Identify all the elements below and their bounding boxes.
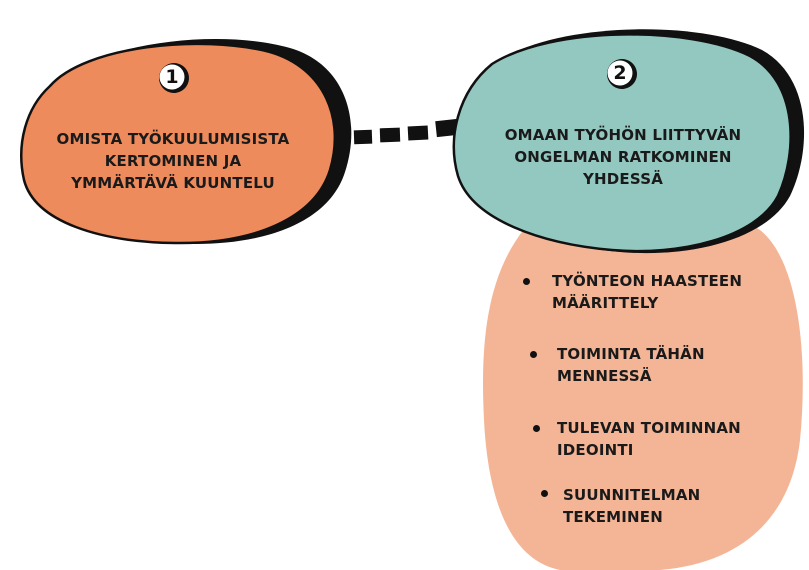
bullet-dot-icon bbox=[530, 351, 537, 358]
connector-dash bbox=[407, 125, 429, 141]
list-item-line: TYÖNTEON HAASTEEN bbox=[552, 272, 743, 290]
list-item: TOIMINTA TÄHÄN MENNESSÄ bbox=[557, 343, 767, 387]
step1-ellipse bbox=[20, 42, 337, 245]
step1-badge bbox=[159, 63, 189, 93]
list-item: SUUNNITELMAN TEKEMINEN bbox=[563, 484, 773, 528]
step1-text: OMISTA TYÖKUULUMISISTA KERTOMINEN JA YMM… bbox=[50, 128, 296, 194]
list-item-line: MÄÄRITTELY bbox=[552, 294, 659, 312]
step2-badge bbox=[607, 59, 637, 89]
list-item: TULEVAN TOIMINNAN IDEOINTI bbox=[557, 417, 767, 461]
step2-text: OMAAN TYÖHÖN LIITTYVÄN ONGELMAN RATKOMIN… bbox=[492, 124, 754, 190]
step2-line: YHDESSÄ bbox=[582, 170, 664, 188]
connector-dash bbox=[435, 118, 459, 138]
connector-dash bbox=[353, 129, 373, 145]
dashed-connector bbox=[353, 118, 459, 145]
bullet-dot-icon bbox=[533, 425, 540, 432]
step2-line: OMAAN TYÖHÖN LIITTYVÄN bbox=[504, 126, 742, 144]
step2-ellipse bbox=[452, 33, 792, 253]
list-item-line: TEKEMINEN bbox=[563, 508, 664, 526]
list-item-line: MENNESSÄ bbox=[557, 367, 652, 385]
step1-line: KERTOMINEN JA bbox=[104, 152, 242, 170]
list-item: TYÖNTEON HAASTEEN MÄÄRITTELY bbox=[552, 270, 762, 314]
bullet-dot-icon bbox=[523, 278, 530, 285]
step1-line: YMMÄRTÄVÄ KUUNTELU bbox=[71, 174, 275, 192]
list-item-line: TULEVAN TOIMINNAN bbox=[557, 419, 741, 437]
bullet-dot-icon bbox=[541, 490, 548, 497]
step1-line: OMISTA TYÖKUULUMISISTA bbox=[56, 130, 290, 148]
list-item-line: SUUNNITELMAN bbox=[563, 486, 701, 504]
step2-line: ONGELMAN RATKOMINEN bbox=[514, 148, 732, 166]
list-blob bbox=[483, 201, 803, 570]
list-item-line: IDEOINTI bbox=[557, 441, 634, 459]
step1-number: 1 bbox=[165, 66, 179, 88]
connector-dash bbox=[379, 127, 401, 143]
list-item-line: TOIMINTA TÄHÄN bbox=[557, 345, 705, 363]
step2-number: 2 bbox=[613, 62, 627, 84]
